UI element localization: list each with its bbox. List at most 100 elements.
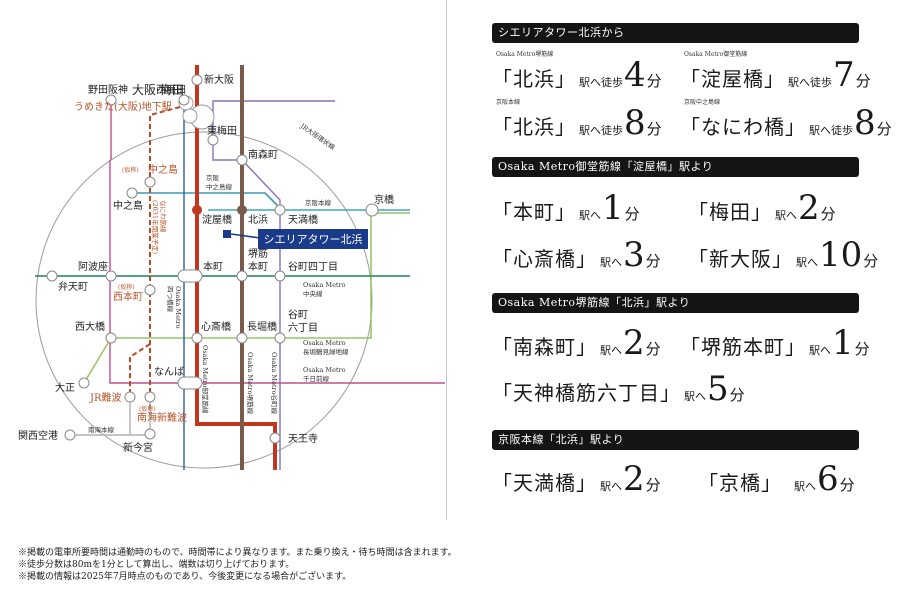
label-jr-namba: JR難波 <box>89 391 122 404</box>
access-entry: 「天満橋」 駅へ 2 分 <box>492 462 661 496</box>
station-name: 「天満橋」 <box>492 471 597 495</box>
unit: 分 <box>839 476 855 494</box>
tower-marker <box>223 230 231 238</box>
minutes: 7 <box>833 55 855 95</box>
minutes: 3 <box>623 235 645 275</box>
station-name: 「心斎橋」 <box>492 247 597 271</box>
line-name: Osaka Metro御堂筋線 <box>684 51 748 58</box>
minutes: 8 <box>854 103 876 143</box>
tower-label-box <box>258 229 368 249</box>
suffix: 駅へ <box>600 344 622 357</box>
access-entry: 「本町」 駅へ 1 分 <box>492 191 640 225</box>
label-yodoyabashi: 淀屋橋 <box>202 213 232 226</box>
line-name: 京阪中之島線 <box>684 99 721 106</box>
unit: 分 <box>820 205 836 223</box>
footnotes: ※掲載の電車所要時間は通勤時のもので、時間帯により異なります。また乗り換え・待ち… <box>18 547 457 583</box>
label-minami-shin-namba-prefix: (仮称) <box>139 405 156 413</box>
station-name: 「北浜」 <box>492 67 576 91</box>
minutes: 8 <box>624 103 646 143</box>
minutes: 2 <box>798 188 820 228</box>
access-entry: 「南森町」 駅へ 2 分 <box>492 326 661 360</box>
suffix: 駅へ徒歩 <box>809 124 853 137</box>
unit: 分 <box>645 340 661 358</box>
unit: 分 <box>863 252 879 270</box>
label-midosuji: Osaka Metro御堂筋線 <box>201 345 210 414</box>
sennichimae-line <box>109 160 445 384</box>
label-nankai-main: 南海本線 <box>88 425 115 434</box>
label-nakanoshima-kasho: 中之島 <box>148 163 178 176</box>
access-entry: 京阪本線 「北浜」 駅へ徒歩 8 分 <box>492 99 662 143</box>
yodoyabashi-marker <box>192 205 202 215</box>
label-keihan-nakanoshima-1: 京阪 <box>206 173 220 182</box>
unit: 分 <box>646 120 662 138</box>
label-tanimachi4: 谷町四丁目 <box>288 261 338 273</box>
label-tanimachi6-2: 六丁目 <box>288 322 318 334</box>
section-header-yodoyabashi: Osaka Metro御堂筋線「淀屋橋」駅より <box>492 157 859 177</box>
line-name: 京阪本線 <box>496 99 521 106</box>
minutes: 5 <box>707 369 729 409</box>
suffix: 駅へ徒歩 <box>579 124 623 137</box>
section-header-from-tower: シエリアタワー北浜から <box>492 23 859 43</box>
label-kitahama: 北浜 <box>248 214 268 226</box>
midosuji-line <box>195 65 277 470</box>
suffix: 駅へ <box>775 209 797 222</box>
station-name: 「本町」 <box>492 200 576 224</box>
label-nakanoshima-kasho-prefix: (仮称) <box>122 166 139 174</box>
label-shin-imamiya: 新今宮 <box>123 441 153 454</box>
label-nishiohashi: 西大橋 <box>75 320 105 333</box>
suffix: 駅へ徒歩 <box>579 76 623 89</box>
label-nishihonmachi-prefix: (仮称) <box>118 283 135 291</box>
label-yotsubashi-1: Osaka Metro <box>174 286 182 329</box>
label-taisho: 大正 <box>55 381 75 394</box>
minutes: 10 <box>819 235 863 275</box>
label-keihan-main: 京阪本線 <box>305 198 332 207</box>
label-sennichimae-1: Osaka Metro <box>303 366 346 374</box>
suffix: 駅へ <box>796 256 818 269</box>
suffix: 駅へ <box>600 480 622 493</box>
minutes: 1 <box>832 323 854 363</box>
label-chuo-1: Osaka Metro <box>303 281 346 289</box>
label-sakaisuji-honmachi-1: 堺筋 <box>248 247 268 260</box>
access-entry: Osaka Metro御堂筋線 「淀屋橋」 駅へ徒歩 7 分 <box>680 51 871 95</box>
label-noda-hanshin: 野田阪神 <box>88 83 128 96</box>
station-name: 「新大阪」 <box>688 247 793 271</box>
station-name: 「淀屋橋」 <box>680 67 785 91</box>
station-name: 「北浜」 <box>492 115 576 139</box>
station-name: 「京橋」 <box>698 471 782 495</box>
minutes: 6 <box>817 459 839 499</box>
unit: 分 <box>645 252 661 270</box>
footnote: ※徒歩分数は80mを1分として算出し、端数は切り上げております。 <box>18 560 295 570</box>
label-nishihonmachi: 西本町 <box>113 290 143 303</box>
station-name: 「天神橋筋六丁目」 <box>492 381 681 405</box>
naniwasuji-branch <box>129 343 151 400</box>
label-naniwasuji-2: (2031年開業予定) <box>151 200 160 255</box>
station-name: 「梅田」 <box>688 200 772 224</box>
suffix: 駅へ <box>794 480 816 493</box>
label-naniwasuji-1: なにわ筋線 <box>159 200 168 233</box>
access-entry: 「天神橋筋六丁目」 駅へ 5 分 <box>492 372 745 406</box>
section-header-keihan-kitahama: 京阪本線「北浜」駅より <box>492 430 859 450</box>
footnote: ※掲載の情報は2025年7月時点のものであり、今後変更になる場合がございます。 <box>18 572 352 582</box>
access-entry: 「新大阪」 駅へ 10 分 <box>688 238 878 272</box>
tower-label: シエリアタワー北浜 <box>264 233 363 246</box>
label-jr-loop: JR大阪環状線 <box>298 121 337 152</box>
station-name: 「なにわ橋」 <box>680 115 806 139</box>
route-map: シエリアタワー北浜 新大阪 大阪·梅田 うめきた(大阪)地下駅 野田阪神 西梅田… <box>18 65 445 470</box>
unit: 分 <box>729 386 745 404</box>
label-umekita: うめきた(大阪)地下駅 <box>74 100 172 113</box>
label-minami-morimachi: 南森町 <box>248 148 278 161</box>
label-tanimachi: Osaka Metro谷町線 <box>270 352 279 415</box>
minutes: 4 <box>624 55 646 95</box>
minutes: 2 <box>623 323 645 363</box>
suffix: 駅へ <box>684 390 706 403</box>
label-shin-osaka: 新大阪 <box>204 73 234 86</box>
label-tennoji: 天王寺 <box>288 433 318 445</box>
label-higashi-umeda: 東梅田 <box>207 124 237 137</box>
label-tanimachi6-1: 谷町 <box>288 309 308 321</box>
unit: 分 <box>854 340 870 358</box>
station-name: 「堺筋本町」 <box>680 335 806 359</box>
label-yotsubashi-2: 四つ橋線 <box>166 286 175 313</box>
label-sennichimae-2: 千日前線 <box>303 374 330 383</box>
access-entry: 京阪中之島線 「なにわ橋」 駅へ徒歩 8 分 <box>680 99 892 143</box>
access-entry: 「心斎橋」 駅へ 3 分 <box>492 238 661 272</box>
